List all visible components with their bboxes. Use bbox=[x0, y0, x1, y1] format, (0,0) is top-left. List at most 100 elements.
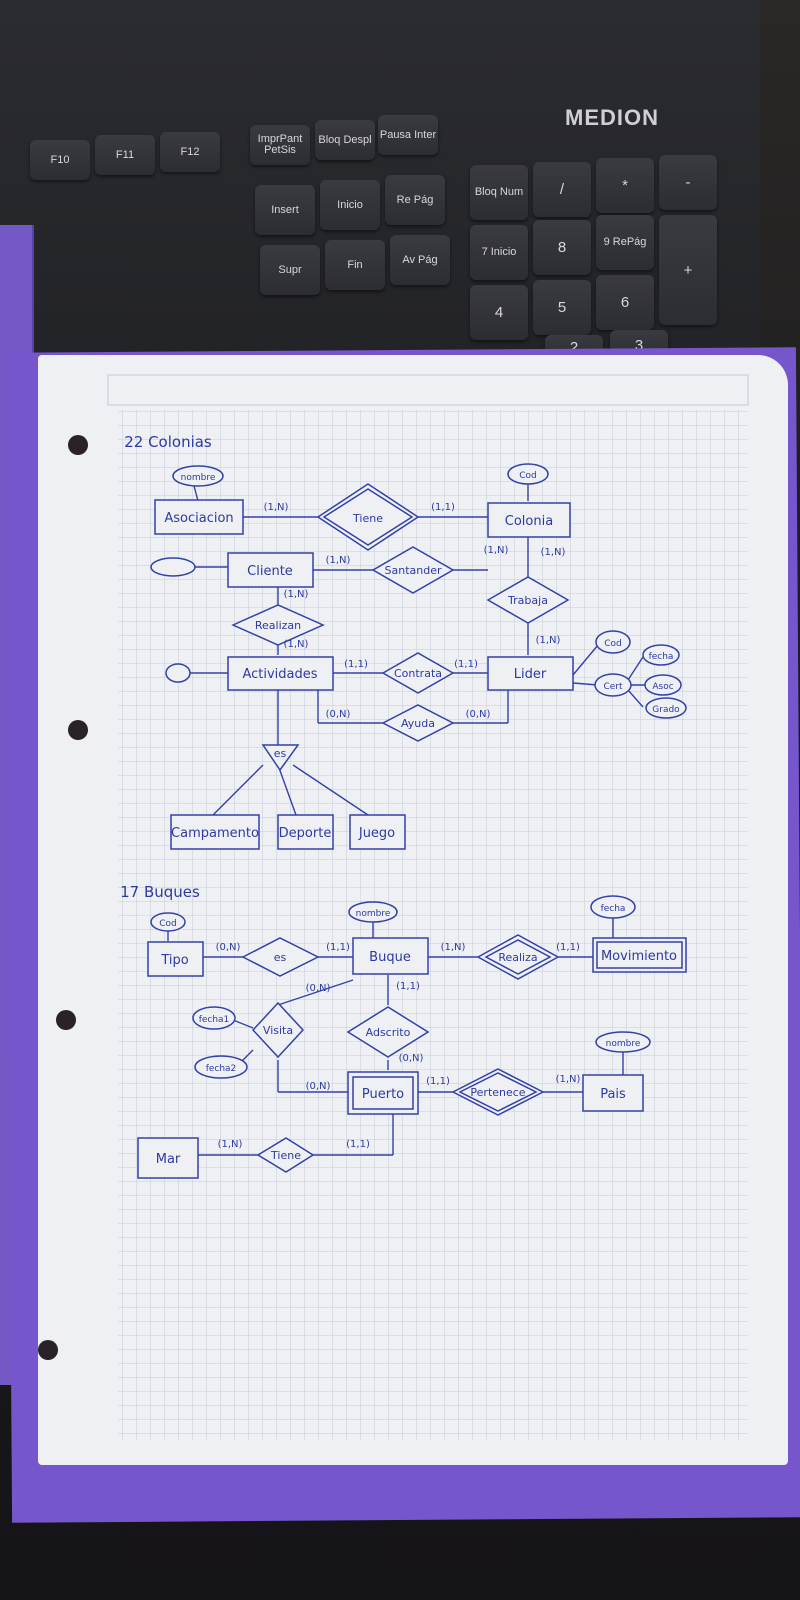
relation-trabaja bbox=[486, 576, 570, 624]
cardinality-label: (1,1) bbox=[454, 659, 478, 670]
keyboard-key: + bbox=[659, 215, 717, 325]
entity-label: Movimiento bbox=[601, 949, 677, 964]
attr-grado bbox=[645, 697, 687, 719]
entity-label: Tipo bbox=[160, 953, 188, 968]
cardinality-label: (0,N) bbox=[466, 709, 491, 720]
attribute-label: fecha bbox=[649, 652, 674, 662]
keyboard-key: 9 RePág bbox=[596, 215, 654, 270]
attr-fecha-movimiento bbox=[590, 895, 636, 919]
entity-campamento bbox=[170, 814, 260, 850]
relation-santander bbox=[371, 546, 455, 594]
relation-realizan bbox=[231, 604, 325, 646]
attr-fecha1 bbox=[192, 1006, 236, 1030]
relation-adscrito bbox=[346, 1006, 430, 1058]
relation-label: Adscrito bbox=[366, 1026, 411, 1039]
entity-label: Deporte bbox=[279, 826, 332, 841]
entity-pais bbox=[582, 1074, 644, 1112]
keyboard-key: Av Pág bbox=[390, 235, 450, 285]
attribute-label: fecha bbox=[601, 904, 626, 914]
attribute-label: nombre bbox=[606, 1039, 641, 1049]
attribute-label: Cert bbox=[603, 682, 623, 692]
entity-label: Pais bbox=[600, 1087, 626, 1102]
entity-label: Colonia bbox=[505, 514, 553, 529]
relation-label: Ayuda bbox=[401, 717, 435, 730]
relation-label: Trabaja bbox=[507, 594, 548, 607]
entity-label: Campamento bbox=[171, 826, 259, 841]
section-title-buques: 17 Buques bbox=[120, 883, 200, 901]
cardinality-label: (1,N) bbox=[536, 635, 561, 646]
entity-movimiento bbox=[592, 937, 687, 973]
entity-label: Actividades bbox=[242, 667, 317, 682]
er-shapes bbox=[137, 463, 687, 1179]
relation-label: es bbox=[274, 747, 287, 760]
keyboard-key: * bbox=[596, 158, 654, 213]
relation-visita bbox=[251, 1001, 305, 1059]
attribute-label: Grado bbox=[652, 705, 680, 715]
relation-label: Contrata bbox=[394, 667, 442, 680]
keyboard-brand: MEDION bbox=[565, 105, 659, 130]
attr-nombre bbox=[172, 465, 224, 487]
keyboard-key: Fin bbox=[325, 240, 385, 290]
cardinality-label: (0,N) bbox=[306, 1081, 331, 1092]
keyboard-key: / bbox=[533, 162, 591, 217]
attribute-label: nombre bbox=[181, 473, 216, 483]
entity-label: Puerto bbox=[362, 1087, 404, 1102]
punch-hole bbox=[38, 1340, 58, 1360]
punch-hole bbox=[68, 435, 88, 455]
entity-mar bbox=[137, 1137, 199, 1179]
attr-cod-cliente bbox=[150, 557, 196, 577]
entity-tipo bbox=[147, 941, 204, 977]
section-title-colonias: 22 Colonias bbox=[124, 433, 212, 451]
relation-label: Realizan bbox=[255, 619, 301, 632]
punch-hole bbox=[56, 1010, 76, 1030]
cardinality-label: (1,N) bbox=[326, 555, 351, 566]
relation-es bbox=[241, 937, 320, 977]
attr-asoc bbox=[644, 674, 682, 696]
keyboard-key: 5 bbox=[533, 280, 591, 335]
attr-fecha2 bbox=[194, 1055, 248, 1079]
relation-label: Tiene bbox=[270, 1149, 301, 1162]
keyboard-key: - bbox=[659, 155, 717, 210]
cardinality-label: (1,N) bbox=[264, 502, 289, 513]
keyboard-key: 8 bbox=[533, 220, 591, 275]
cardinality-label: (0,N) bbox=[326, 709, 351, 720]
attribute-label: Asoc bbox=[652, 682, 673, 692]
relation-label: Santander bbox=[385, 564, 442, 577]
cardinality-label: (1,N) bbox=[541, 547, 566, 558]
entity-label: Lider bbox=[514, 667, 547, 682]
cardinality-label: (1,1) bbox=[344, 659, 368, 670]
cardinality-label: (1,N) bbox=[284, 589, 309, 600]
keyboard-key: Pausa Inter bbox=[378, 115, 438, 155]
keyboard-key: Supr bbox=[260, 245, 320, 295]
relation-pertenece bbox=[451, 1068, 545, 1116]
entity-juego bbox=[349, 814, 406, 850]
entity-label: Juego bbox=[358, 826, 395, 841]
header-box bbox=[107, 374, 749, 406]
relation-tiene-mar bbox=[256, 1137, 315, 1173]
cardinality-label: (1,N) bbox=[484, 545, 509, 556]
attribute-label: Cod bbox=[519, 471, 537, 481]
keyboard-key: F10 bbox=[30, 140, 90, 180]
cardinality-label: (1,N) bbox=[441, 942, 466, 953]
attribute-label: Cod bbox=[604, 639, 622, 649]
cardinality-label: (1,N) bbox=[284, 639, 309, 650]
relation-realiza bbox=[476, 934, 560, 980]
attr-fecha bbox=[642, 644, 680, 666]
attr-cod bbox=[507, 463, 549, 485]
keyboard-key: Re Pág bbox=[385, 175, 445, 225]
entity-deporte bbox=[277, 814, 334, 850]
relation-label: Visita bbox=[263, 1024, 293, 1037]
punch-hole bbox=[68, 720, 88, 740]
cardinality-label: (1,N) bbox=[556, 1074, 581, 1085]
entity-colonia bbox=[487, 502, 571, 538]
relation-ayuda bbox=[381, 704, 455, 742]
er-diagram-canvas: 22 ColoniasAsociacionColoniaClienteActiv… bbox=[107, 374, 749, 1440]
attr-cod-lider bbox=[595, 630, 631, 654]
keyboard-key: Bloq Despl bbox=[315, 120, 375, 160]
entity-label: Mar bbox=[156, 1152, 181, 1167]
cardinality-label: (0,N) bbox=[306, 983, 331, 994]
cardinality-label: (1,1) bbox=[346, 1139, 370, 1150]
entity-label: Asociacion bbox=[164, 511, 233, 526]
